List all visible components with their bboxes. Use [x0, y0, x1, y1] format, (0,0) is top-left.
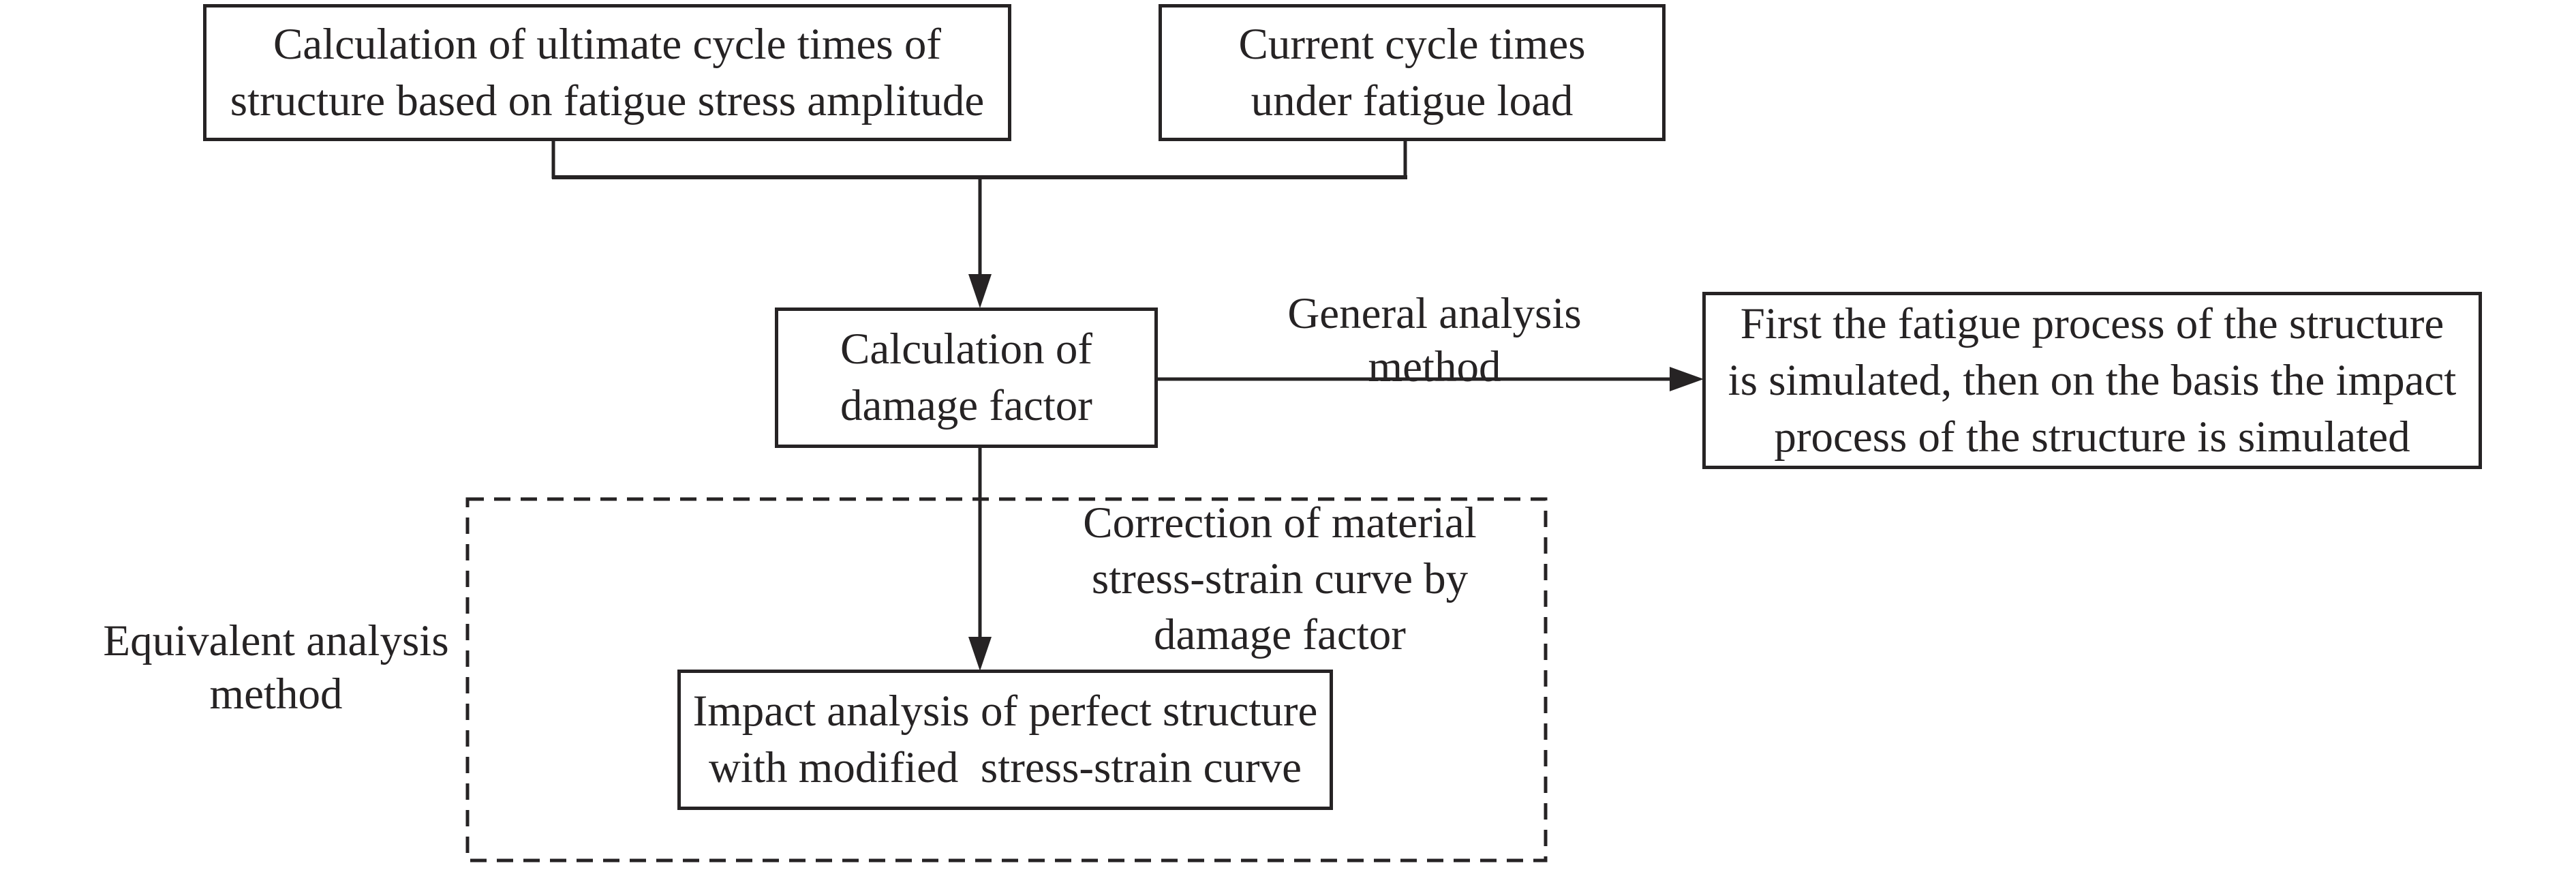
arrowhead-down-to-damage-factor	[968, 274, 992, 308]
node-ultimate-cycle-times: Calculation of ultimate cycle times of s…	[203, 4, 1011, 141]
arrowhead-down-to-impact-analysis	[968, 637, 992, 671]
node-current-cycle-times: Current cycle times under fatigue load	[1159, 4, 1666, 141]
region-label-equivalent-analysis-method: Equivalent analysis method	[103, 616, 449, 719]
note-correction-of-stress-strain-curve: Correction of material stress-strain cur…	[1083, 498, 1477, 659]
equivalent-method-dashed-region	[465, 497, 1548, 862]
edge-label-general-analysis-method: General analysis method	[1287, 289, 1582, 391]
node-impact-analysis: Impact analysis of perfect structure wit…	[677, 670, 1333, 810]
arrowhead-right-to-general-result	[1670, 367, 1704, 391]
node-general-analysis-result: First the fatigue process of the structu…	[1702, 292, 2482, 469]
node-damage-factor-calculation: Calculation of damage factor	[775, 308, 1158, 448]
